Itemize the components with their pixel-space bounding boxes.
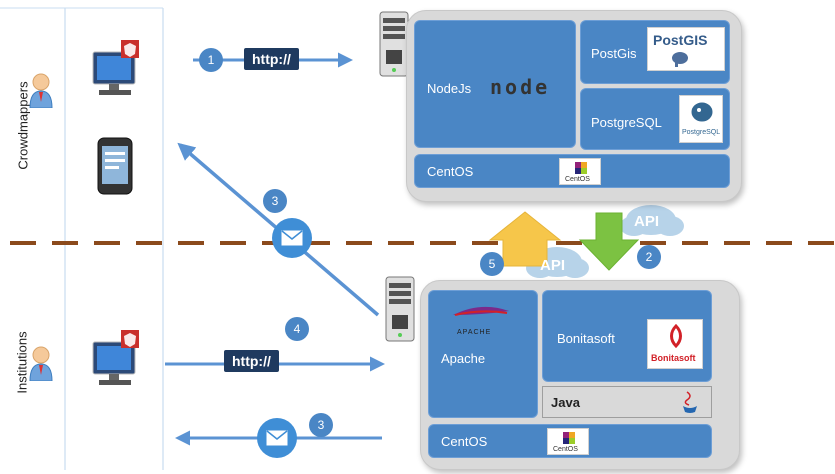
email-icon-crowdmappers — [272, 218, 312, 258]
step-4-badge: 4 — [285, 317, 309, 341]
user-icon-crowdmappers — [29, 73, 53, 108]
elephant-icon — [690, 101, 714, 123]
bonitasoft-icon — [670, 324, 682, 349]
postgis-label: PostGis — [591, 46, 637, 61]
java-icon — [683, 391, 697, 413]
http-label-top: http:// — [244, 48, 299, 70]
envelope-icon — [281, 230, 303, 246]
centos-box-bottom: CentOS CentOS — [428, 424, 712, 458]
step-5-badge: 5 — [480, 252, 504, 276]
apache-feather-icon — [453, 306, 509, 316]
server-icon-bottom — [385, 276, 415, 342]
step-2-badge: 2 — [637, 245, 661, 269]
apache-label: Apache — [441, 351, 486, 366]
bonitasoft-logo: Bonitasoft — [647, 319, 703, 369]
nodejs-box: NodeJs node — [414, 20, 576, 148]
apache-logo: APACHE — [457, 329, 492, 336]
server-icon-top — [379, 11, 409, 77]
email-icon-institutions — [257, 418, 297, 458]
step-3b-badge: 3 — [309, 413, 333, 437]
centos-label-bottom: CentOS — [441, 434, 488, 449]
centos-label-top: CentOS — [427, 164, 474, 179]
computer-icon-crowdmappers — [92, 40, 139, 95]
step-3a-badge: 3 — [263, 189, 287, 213]
postgis-box: PostGis PostGIS — [580, 20, 730, 84]
computer-icon-institutions — [92, 330, 139, 385]
api-label-up: API — [540, 257, 566, 274]
arrow-down-green — [578, 212, 640, 271]
postgresql-box: PostgreSQL PostgreSQL — [580, 88, 730, 150]
apache-box: APACHE Apache — [428, 290, 538, 418]
centos-box-top: CentOS CentOS — [414, 154, 730, 188]
step-1-badge: 1 — [199, 48, 223, 72]
nodejs-logo: node — [490, 75, 551, 99]
arrow-up-yellow — [488, 211, 562, 267]
nodejs-label: NodeJs — [427, 81, 472, 96]
java-label: Java — [551, 395, 580, 410]
http-label-bottom: http:// — [224, 350, 279, 372]
centos-logo-top: CentOS — [559, 158, 601, 185]
api-cloud-down — [620, 205, 684, 236]
envelope-icon — [266, 430, 288, 446]
elephant-icon — [672, 52, 688, 67]
java-box: Java — [542, 386, 712, 418]
bonitasoft-label: Bonitasoft — [557, 331, 615, 346]
postgis-logo: PostGIS — [647, 27, 725, 71]
centos-icon — [563, 432, 575, 444]
centos-logo-bottom: CentOS — [547, 428, 589, 455]
centos-icon — [575, 162, 587, 174]
postgresql-logo: PostgreSQL — [679, 95, 723, 143]
postgresql-label: PostgreSQL — [591, 115, 662, 130]
user-icon-institutions — [29, 346, 53, 381]
api-label-down: API — [634, 213, 660, 230]
mobile-device-icon — [97, 137, 133, 195]
bonitasoft-box: Bonitasoft Bonitasoft — [542, 290, 712, 382]
